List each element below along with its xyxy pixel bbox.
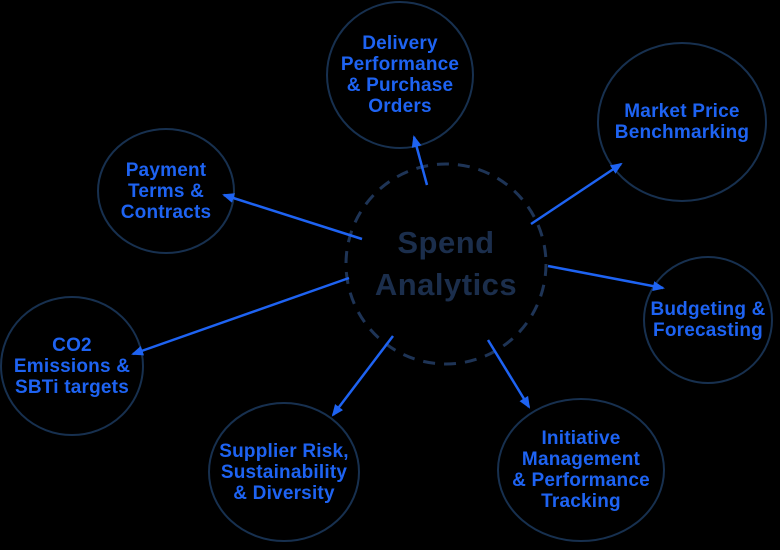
arrow-to-market-price — [530, 162, 623, 226]
arrow-to-payment-terms — [222, 193, 363, 241]
circle-payment-terms — [97, 128, 235, 254]
arrow-to-initiative-management — [486, 339, 531, 409]
circle-budgeting-forecasting — [643, 256, 773, 384]
arrow-to-delivery-performance — [411, 135, 429, 186]
circle-initiative-management — [497, 398, 665, 542]
circle-delivery-performance — [326, 1, 474, 149]
circle-supplier-risk — [208, 402, 360, 542]
circle-market-price — [597, 42, 767, 202]
arrow-to-supplier-risk — [331, 335, 394, 417]
hub-dashed-circle — [344, 162, 548, 366]
circle-co2-emissions — [0, 296, 144, 436]
arrow-to-co2-emissions — [131, 276, 350, 356]
arrow-to-budgeting-forecasting — [547, 264, 665, 292]
